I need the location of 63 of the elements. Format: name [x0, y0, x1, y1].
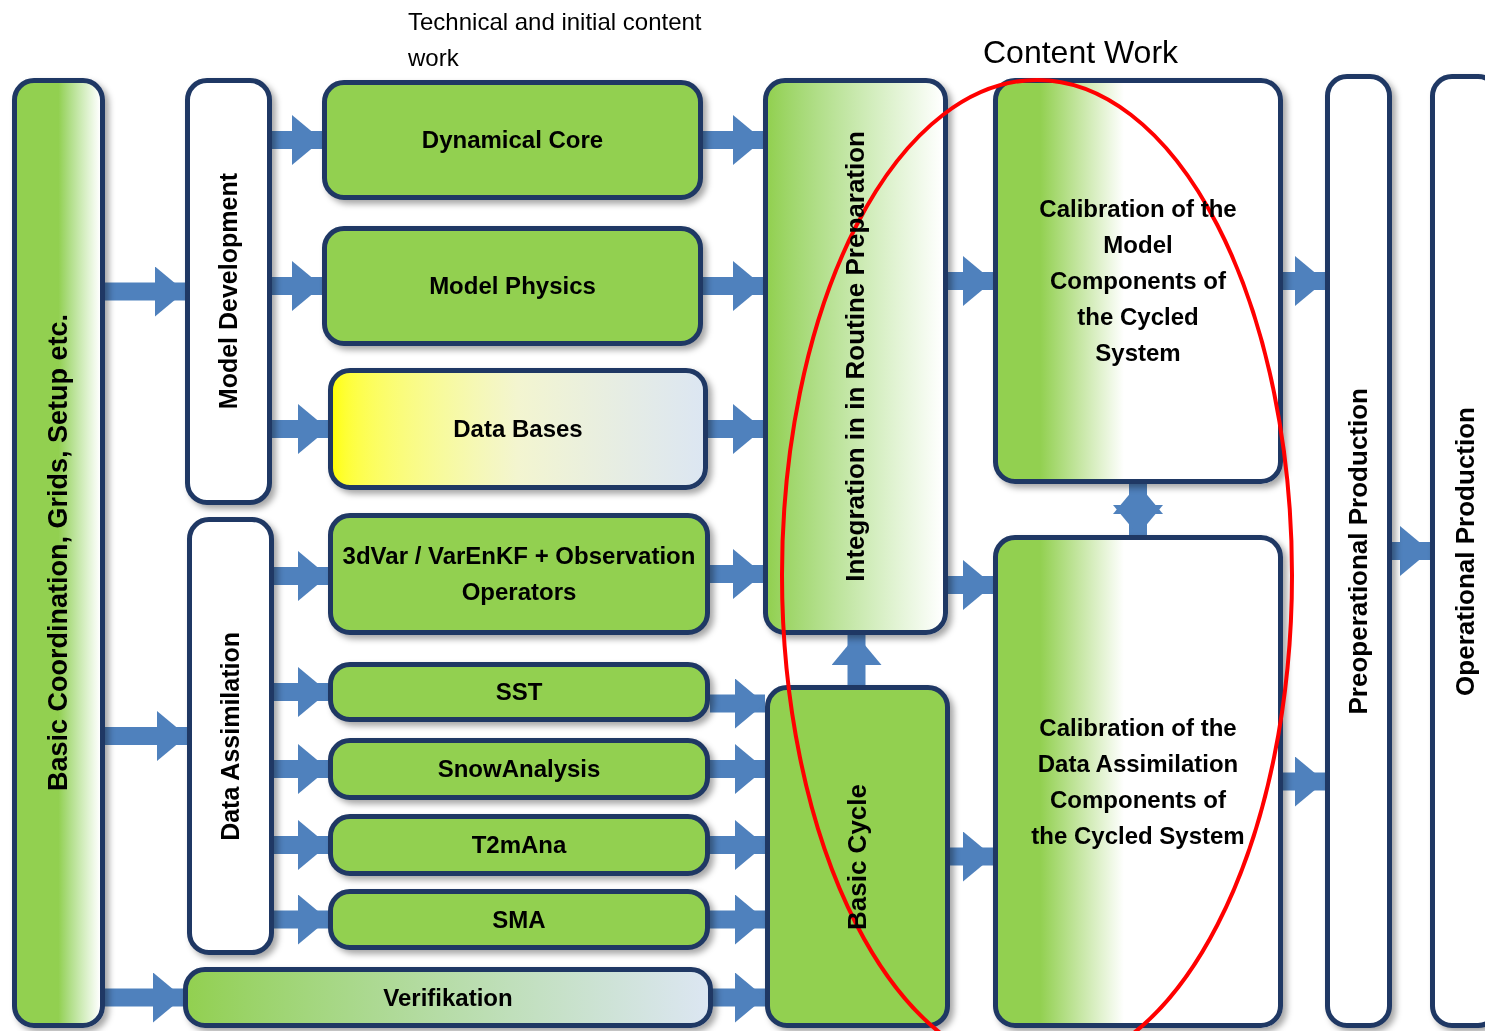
block-arrow: [105, 711, 187, 761]
block-arrow: [274, 894, 328, 945]
block-arrow: [713, 972, 765, 1023]
vertical-box: [1325, 74, 1392, 1028]
process-box: [183, 967, 713, 1028]
box-label: SMA: [491, 904, 547, 935]
heading-text: Technical and initial content work: [408, 7, 703, 73]
block-arrow: [272, 261, 322, 311]
heading-text: Content Work: [983, 33, 1179, 72]
box-label: Operational Production: [1448, 406, 1481, 696]
block-arrow: [272, 115, 322, 165]
vertical-box: [185, 78, 272, 505]
block-arrow: [272, 404, 328, 454]
box-label: Preoperational Production: [1342, 387, 1374, 715]
process-box: [322, 80, 703, 200]
vertical-box: [765, 685, 950, 1028]
block-arrow: [703, 261, 763, 311]
box-label: SST: [494, 677, 544, 707]
block-arrow: [710, 894, 765, 945]
process-box: [322, 226, 703, 346]
process-box: [993, 78, 1283, 484]
box-label: Integration in in Routine Preparation: [839, 131, 871, 582]
box-label: 3dVar / VarEnKF + Observation Operators: [341, 541, 697, 607]
block-arrow: [831, 635, 882, 685]
vertical-box: [763, 78, 948, 635]
vertical-box: [12, 78, 105, 1028]
block-arrow: [274, 744, 328, 794]
process-box: [328, 662, 710, 722]
process-box: [328, 889, 710, 950]
box-label: Verifikation: [382, 982, 514, 1013]
block-arrow: [1392, 526, 1430, 576]
box-label: Model Physics: [428, 271, 597, 301]
block-arrow: [274, 551, 328, 601]
block-arrow: [948, 560, 993, 610]
block-arrow: [710, 549, 763, 599]
block-arrow: [1113, 484, 1163, 535]
block-arrow: [710, 820, 765, 870]
box-label: Data Bases: [452, 414, 584, 444]
block-arrow: [1283, 756, 1325, 807]
vertical-box: [187, 517, 274, 955]
process-box: [328, 738, 710, 800]
process-box: [328, 814, 710, 876]
block-arrow: [708, 404, 763, 454]
box-label: SnowAnalysis: [436, 754, 602, 784]
box-label: Model Development: [212, 173, 243, 410]
box-label: Basic Cycle: [841, 783, 873, 930]
block-arrow: [274, 820, 328, 870]
box-label: Dynamical Core: [420, 125, 605, 155]
block-arrow: [703, 115, 763, 165]
process-box: [328, 513, 710, 635]
block-arrow: [274, 667, 328, 717]
box-label: Basic Coordination, Grids, Setup etc.: [42, 314, 75, 792]
block-arrow: [710, 678, 765, 729]
box-label: T2mAna: [470, 830, 568, 860]
process-box: [993, 535, 1283, 1028]
block-arrow: [948, 256, 993, 306]
block-arrow: [950, 831, 993, 882]
block-arrow: [105, 266, 185, 317]
vertical-box: [1430, 74, 1485, 1028]
box-label: Data Assimilation: [214, 631, 245, 841]
process-box: [328, 368, 708, 490]
block-arrow: [105, 972, 183, 1023]
block-arrow: [1283, 256, 1325, 306]
